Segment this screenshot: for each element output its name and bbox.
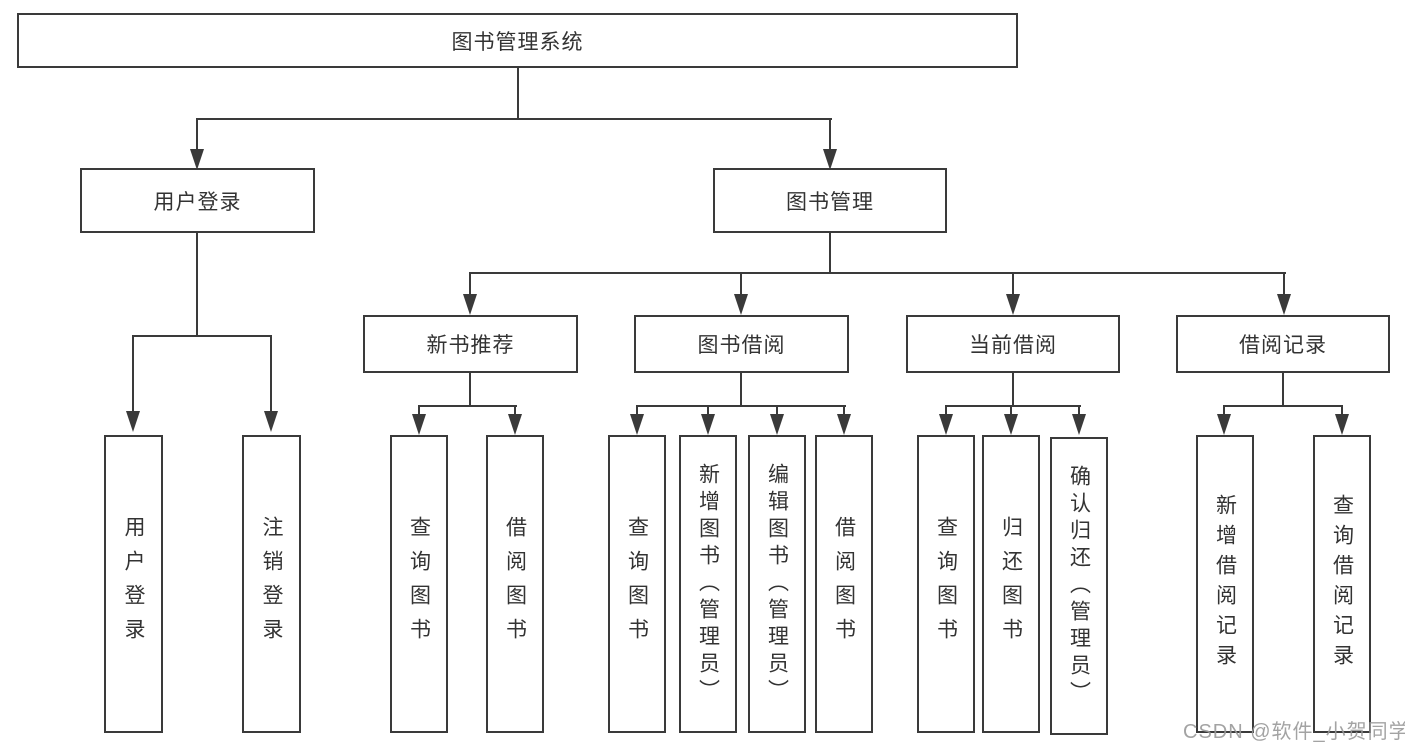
leaf-user-login: 用户登录 [104,435,163,733]
edge-management-hline [469,272,1286,274]
leaf-user-login-label: 用户登录 [122,516,145,652]
edge-group4-leaf2 [1010,405,1012,417]
node-new-book-recommendation-label: 新书推荐 [426,334,515,357]
edge-group5-stem [1282,373,1284,407]
edge-to-records [1283,272,1285,296]
node-current-borrowing-label: 当前借阅 [969,334,1057,357]
edge-group5-leaf2 [1341,405,1343,417]
arrowhead-icon [701,414,715,435]
edge-group3-stem [740,373,742,407]
edge-root-hline [196,118,832,120]
leaf-confirm-return-admin: 确认归还（管理员） [1050,437,1108,735]
edge-group2-stem [469,373,471,407]
arrowhead-icon [1217,414,1231,435]
leaf-query-books-current: 查询图书 [917,435,975,733]
leaf-add-book-admin-label: 新增图书（管理员） [696,462,720,706]
edge-group2-leaf2 [514,405,516,417]
leaf-return-books-label: 归还图书 [999,516,1023,652]
leaf-edit-book-admin: 编辑图书（管理员） [748,435,806,733]
edge-login-hline [132,335,272,337]
node-book-management-label: 图书管理 [786,190,874,214]
leaf-query-books-borrowing: 查询图书 [608,435,666,733]
leaf-return-books: 归还图书 [982,435,1040,733]
edge-login-stem [196,233,198,337]
edge-to-borrowing [740,272,742,296]
node-library-system-label: 图书管理系统 [451,30,584,54]
arrowhead-icon [770,414,784,435]
leaf-add-book-admin: 新增图书（管理员） [679,435,737,733]
edge-management-stem [829,233,831,273]
edge-to-current [1012,272,1014,296]
edge-group4-hline [945,405,1081,407]
edge-login-to-leaf1 [132,335,134,413]
edge-root-to-management [829,118,831,152]
arrowhead-icon [1072,414,1086,435]
edge-group2-leaf1 [418,405,420,417]
arrowhead-icon [190,149,204,170]
arrowhead-icon [630,414,644,435]
arrowhead-icon [939,414,953,435]
edge-group3-leaf1 [636,405,638,417]
leaf-edit-book-admin-label: 编辑图书（管理员） [765,462,789,706]
edge-login-to-leaf2 [270,335,272,413]
leaf-borrow-books-label: 借阅图书 [832,516,856,652]
leaf-borrow-books-recommend-label: 借阅图书 [503,516,527,652]
arrowhead-icon [463,294,477,315]
arrowhead-icon [1004,414,1018,435]
node-book-borrowing: 图书借阅 [634,315,849,373]
arrowhead-icon [412,414,426,435]
node-book-borrowing-label: 图书借阅 [697,334,786,357]
leaf-query-books-recommend-label: 查询图书 [407,516,431,652]
arrowhead-icon [837,414,851,435]
csdn-watermark: CSDN @软件_小贺同学 [1183,721,1405,743]
node-borrowing-records: 借阅记录 [1176,315,1390,373]
edge-group4-leaf3 [1078,405,1080,417]
arrowhead-icon [1335,414,1349,435]
edge-group5-hline [1223,405,1343,407]
arrowhead-icon [508,414,522,435]
leaf-logout: 注销登录 [242,435,301,733]
edge-group4-stem [1012,373,1014,407]
node-borrowing-records-label: 借阅记录 [1239,334,1327,357]
edge-group3-leaf2 [707,405,709,417]
edge-root-stem [517,68,519,120]
leaf-query-books-borrowing-label: 查询图书 [625,516,649,652]
arrowhead-icon [1006,294,1020,315]
leaf-add-borrow-record: 新增借阅记录 [1196,435,1254,733]
edge-group5-leaf1 [1223,405,1225,417]
edge-root-to-login [196,118,198,152]
leaf-borrow-books: 借阅图书 [815,435,873,733]
edge-group3-hline [636,405,846,407]
arrowhead-icon [734,294,748,315]
leaf-logout-label: 注销登录 [260,516,283,652]
leaf-query-borrow-record: 查询借阅记录 [1313,435,1371,733]
edge-group4-leaf1 [945,405,947,417]
edge-group3-leaf3 [776,405,778,417]
node-book-management: 图书管理 [713,168,947,233]
leaf-query-books-current-label: 查询图书 [934,516,958,652]
leaf-query-borrow-record-label: 查询借阅记录 [1330,494,1354,674]
node-new-book-recommendation: 新书推荐 [363,315,578,373]
arrowhead-icon [264,411,278,432]
node-user-login-label: 用户登录 [153,190,242,214]
node-user-login: 用户登录 [80,168,315,233]
arrowhead-icon [823,149,837,170]
edge-group3-leaf4 [843,405,845,417]
edge-to-new-book [469,272,471,296]
leaf-borrow-books-recommend: 借阅图书 [486,435,544,733]
leaf-add-borrow-record-label: 新增借阅记录 [1213,494,1237,674]
leaf-confirm-return-admin-label: 确认归还（管理员） [1067,464,1091,708]
node-library-system: 图书管理系统 [17,13,1018,68]
arrowhead-icon [126,411,140,432]
edge-group2-hline [418,405,517,407]
leaf-query-books-recommend: 查询图书 [390,435,448,733]
arrowhead-icon [1277,294,1291,315]
node-current-borrowing: 当前借阅 [906,315,1120,373]
